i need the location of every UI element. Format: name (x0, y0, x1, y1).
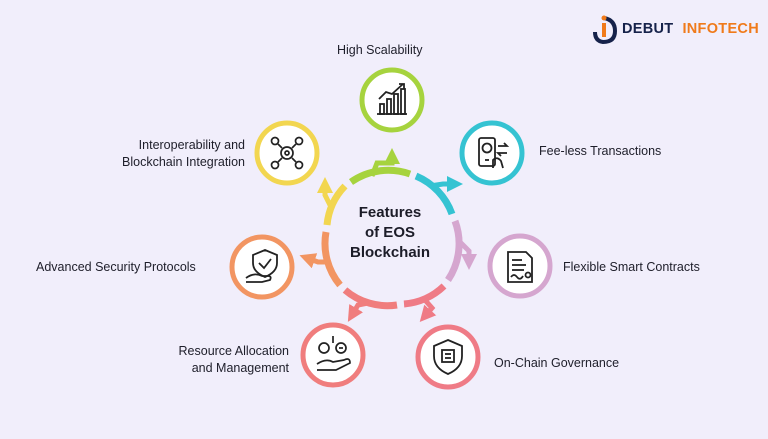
arrow-to-smart-contracts (457, 239, 478, 271)
label-resource-line1: Resource Allocation (178, 344, 289, 358)
ring-segment-fee-less (414, 172, 456, 216)
arrow-to-fee-less (429, 175, 464, 193)
center-title-line2: of EOS (364, 224, 415, 241)
arrow-to-interoperability (316, 176, 334, 207)
ring-segment-smart-contracts (445, 219, 463, 282)
feature-node-advanced-security (229, 234, 295, 300)
label-interop-line1: Interoperability and (138, 138, 245, 152)
label-advanced-security: Advanced Security Protocols (36, 260, 196, 274)
label-fee-less-transactions: Fee-less Transactions (539, 144, 662, 158)
resource-hand-icon (316, 336, 351, 371)
label-resource-line2: and Management (191, 361, 289, 375)
feature-node-high-scalability (359, 67, 425, 133)
brand-name-part2: INFOTECH (682, 21, 759, 37)
ring-segment-interoperability (323, 183, 348, 226)
brand-name-part1: DEBUT (622, 21, 674, 37)
brand-logo: DEBUT INFOTECH (592, 14, 759, 44)
network-gear-icon (270, 136, 304, 170)
diagram-center-title: Features of EOS Blockchain (340, 203, 440, 263)
governance-shield-icon (433, 339, 463, 375)
ring-segment-scalability (348, 166, 412, 185)
security-hand-shield-icon (245, 249, 278, 283)
label-on-chain-governance: On-Chain Governance (494, 356, 620, 370)
arrow-to-security (299, 253, 330, 269)
growth-chart-icon (377, 83, 407, 115)
feature-node-resource-allocation (300, 322, 366, 388)
feature-node-interoperability (254, 120, 320, 186)
ring-segment-resource (342, 287, 398, 310)
ring-segment-security (321, 231, 343, 288)
feature-node-fee-less-transactions (459, 120, 525, 186)
contract-document-icon (507, 251, 533, 283)
feature-node-flexible-smart-contracts (487, 233, 553, 299)
label-flexible-smart-contracts: Flexible Smart Contracts (563, 260, 700, 274)
label-interop-line2: Blockchain Integration (122, 155, 245, 169)
center-title-line1: Features (358, 204, 422, 221)
label-high-scalability: High Scalability (337, 43, 423, 57)
center-title-line3: Blockchain (349, 244, 431, 261)
arrow-to-governance (419, 298, 437, 323)
arrow-to-scalability (369, 147, 401, 177)
payment-exchange-icon (478, 137, 510, 169)
arrow-to-resource (347, 300, 369, 322)
label-resource-allocation: Resource Allocation and Management (150, 343, 289, 377)
ring-segment-governance (403, 283, 447, 308)
brand-mark-icon (593, 15, 618, 44)
label-interoperability: Interoperability and Blockchain Integrat… (95, 137, 245, 171)
feature-node-on-chain-governance (415, 324, 481, 390)
